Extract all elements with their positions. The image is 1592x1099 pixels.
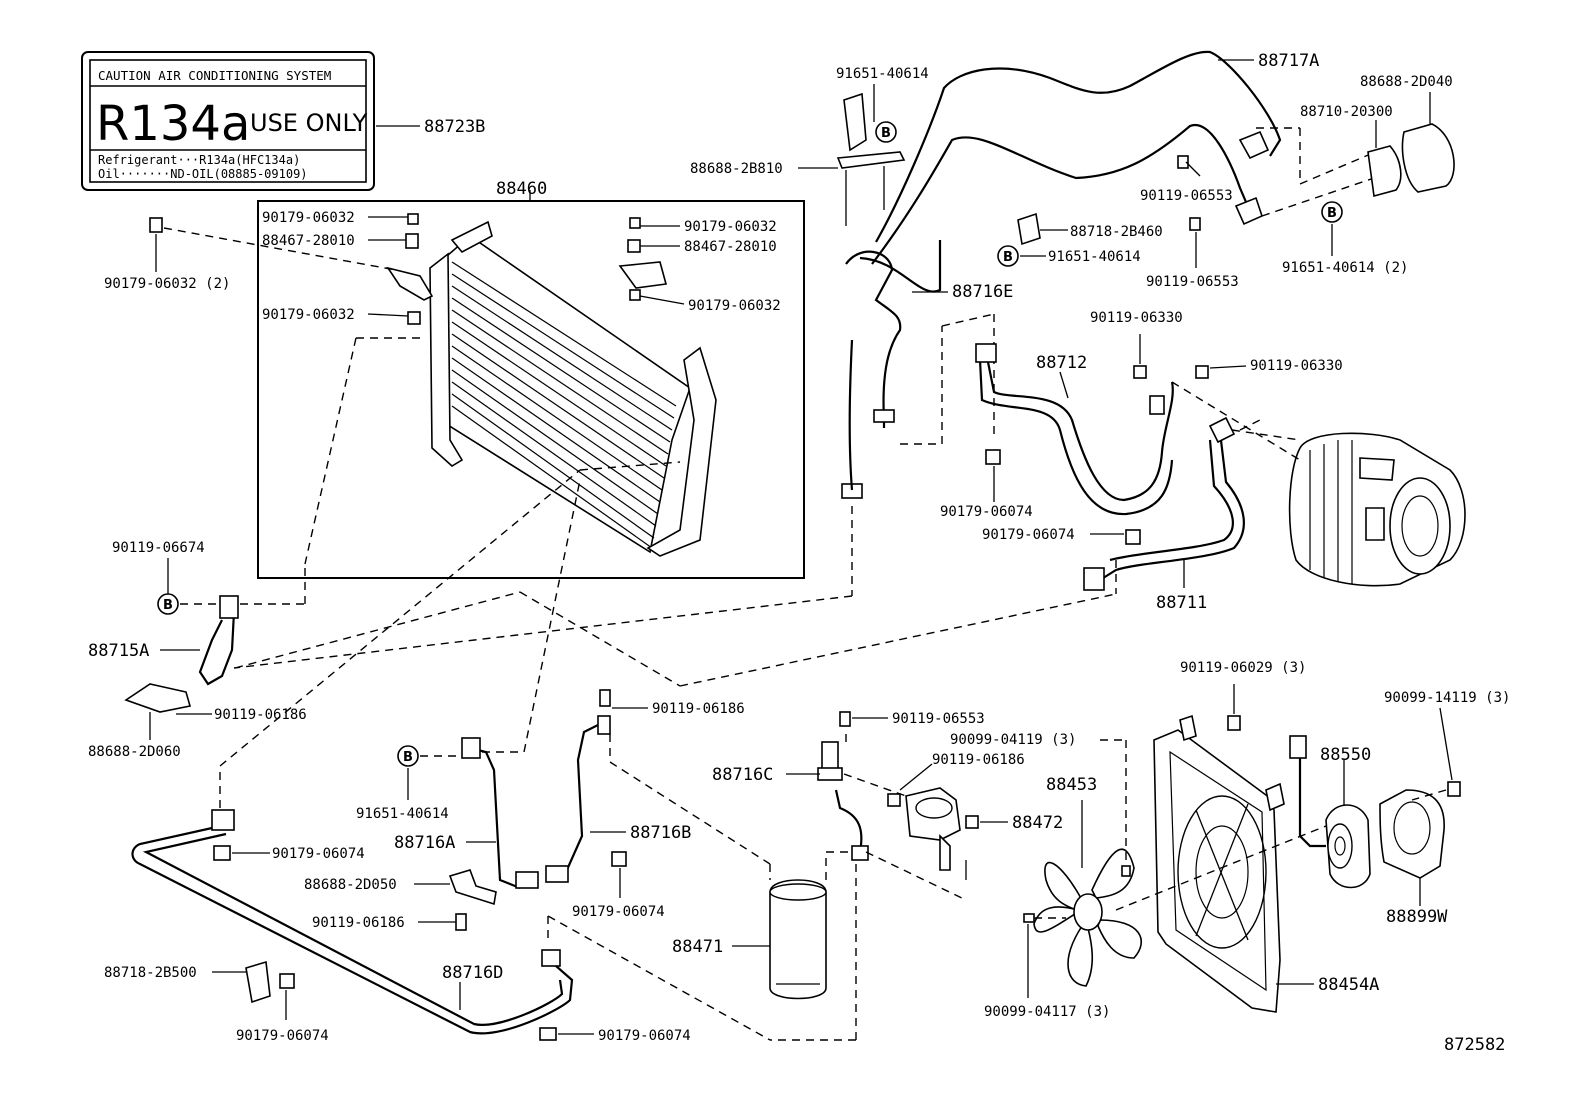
label-88716B: 88716B: [630, 823, 691, 843]
svg-text:B: B: [1003, 250, 1013, 265]
pipe-88716E: [845, 250, 902, 428]
label-90179-06032-d: 90179-06032: [688, 298, 781, 314]
fan-shroud-88454A: [1153, 714, 1285, 1013]
label-90119-06186-a: 90119-06186: [214, 707, 307, 723]
label-90119-06186-c: 90119-06186: [312, 915, 405, 931]
b-marker-3: B: [997, 245, 1019, 267]
bracket-88688-2B810: [836, 151, 906, 169]
svg-text:B: B: [403, 750, 413, 765]
label-90179-06032-2: 90179-06032 (2): [104, 276, 230, 292]
label-88471: 88471: [672, 937, 723, 957]
label-90179-06074-b: 90179-06074: [982, 527, 1075, 543]
label-90119-06674: 90119-06674: [112, 540, 205, 556]
label-88710-20300: 88710-20300: [1300, 104, 1393, 120]
caution-use-only: USE ONLY: [250, 109, 368, 137]
label-88550: 88550: [1320, 745, 1371, 765]
label-88718-2B460: 88718-2B460: [1070, 224, 1163, 240]
label-88712: 88712: [1036, 353, 1087, 373]
label-90119-06553-a: 90119-06553: [1140, 188, 1233, 204]
label-88716A: 88716A: [394, 833, 455, 853]
label-88467-28010-b: 88467-28010: [684, 239, 777, 255]
label-90119-06186-b: 90119-06186: [652, 701, 745, 717]
nut-90179-06032-outer: [149, 217, 163, 233]
label-88723B: 88723B: [424, 117, 485, 137]
label-90179-06074-e: 90179-06074: [598, 1028, 691, 1044]
label-90119-06330-b: 90119-06330: [1250, 358, 1343, 374]
bracket-88472: [905, 787, 967, 880]
part-88710-20300: [1367, 145, 1402, 198]
label-88472: 88472: [1012, 813, 1063, 833]
label-90119-06553-c: 90119-06553: [892, 711, 985, 727]
label-90119-06330-a: 90119-06330: [1090, 310, 1183, 326]
pipe-88716B: [553, 721, 605, 878]
b-marker-1: B: [157, 593, 179, 615]
label-90179-06032-b: 90179-06032: [262, 307, 355, 323]
clip-88718-2B500: [245, 960, 271, 1004]
label-91651-40614-b: 91651-40614: [1048, 249, 1141, 265]
pipe-88716D: [131, 822, 574, 1035]
fan-motor-88550: [1289, 735, 1371, 889]
hose-88711: [1099, 431, 1245, 581]
label-90099-14119: 90099-14119 (3): [1384, 690, 1510, 706]
label-88717A: 88717A: [1258, 51, 1319, 71]
label-88711: 88711: [1156, 593, 1207, 613]
caution-title: CAUTION AIR CONDITIONING SYSTEM: [98, 68, 331, 83]
label-88454A: 88454A: [1318, 975, 1379, 995]
caution-oil: Oil·······ND-OIL(08885-09109): [98, 167, 308, 181]
b-marker-2: B: [875, 121, 897, 143]
part-88688-2D040: [1401, 123, 1455, 193]
label-88715A: 88715A: [88, 641, 149, 661]
label-88688-2B810: 88688-2B810: [690, 161, 783, 177]
b-marker-4: B: [1321, 201, 1343, 223]
label-90179-06074-c: 90179-06074: [272, 846, 365, 862]
label-90119-06186-d: 90119-06186: [932, 752, 1025, 768]
label-90119-06553-b: 90119-06553: [1146, 274, 1239, 290]
diagram-reference-number: 872582: [1444, 1035, 1505, 1055]
label-90099-04117: 90099-04117 (3): [984, 1004, 1110, 1020]
label-90179-06032-a: 90179-06032: [262, 210, 355, 226]
label-91651-40614-a: 91651-40614: [836, 66, 929, 82]
hose-88712: [984, 351, 1174, 502]
caution-r134a: R134a: [96, 96, 250, 152]
label-88453: 88453: [1046, 775, 1097, 795]
svg-text:B: B: [881, 126, 891, 141]
pipe-88717A: [875, 50, 1282, 243]
compressor: [1288, 432, 1466, 587]
label-91651-40614-2: 91651-40614 (2): [1282, 260, 1408, 276]
svg-text:B: B: [1327, 206, 1337, 221]
pipe-88716A: [469, 746, 521, 890]
label-88716E: 88716E: [952, 282, 1013, 302]
label-88688-2D050: 88688-2D050: [304, 877, 397, 893]
label-91651-40614-c: 91651-40614: [356, 806, 449, 822]
label-88899W: 88899W: [1386, 907, 1448, 927]
clip-88718-2B460: [1017, 212, 1041, 246]
label-90099-04119: 90099-04119 (3): [950, 732, 1076, 748]
condenser-assembly: [257, 190, 805, 579]
motor-cover-88899W: [1379, 789, 1445, 879]
b-marker-5: B: [397, 745, 419, 767]
label-90179-06074-f: 90179-06074: [572, 904, 665, 920]
label-90179-06074-a: 90179-06074: [940, 504, 1033, 520]
label-88718-2B500: 88718-2B500: [104, 965, 197, 981]
label-90179-06032-c: 90179-06032: [684, 219, 777, 235]
receiver-dryer-88471: [769, 879, 827, 1000]
label-90119-06029: 90119-06029 (3): [1180, 660, 1306, 676]
pressure-switch-88716C: [817, 741, 869, 861]
caution-label: CAUTION AIR CONDITIONING SYSTEM R134a US…: [81, 51, 420, 191]
label-88467-28010-a: 88467-28010: [262, 233, 355, 249]
condenser-fins: [451, 261, 677, 549]
fan-blade-88453: [1033, 848, 1143, 987]
label-88688-2D040: 88688-2D040: [1360, 74, 1453, 90]
label-88716D: 88716D: [442, 963, 503, 983]
svg-text:B: B: [163, 598, 173, 613]
label-88460: 88460: [496, 179, 547, 199]
label-88716C: 88716C: [712, 765, 773, 785]
caution-refrigerant: Refrigerant···R134a(HFC134a): [98, 153, 300, 167]
bracket-88688-2D050: [448, 869, 497, 906]
label-90179-06074-d: 90179-06074: [236, 1028, 329, 1044]
label-88688-2D060: 88688-2D060: [88, 744, 181, 760]
